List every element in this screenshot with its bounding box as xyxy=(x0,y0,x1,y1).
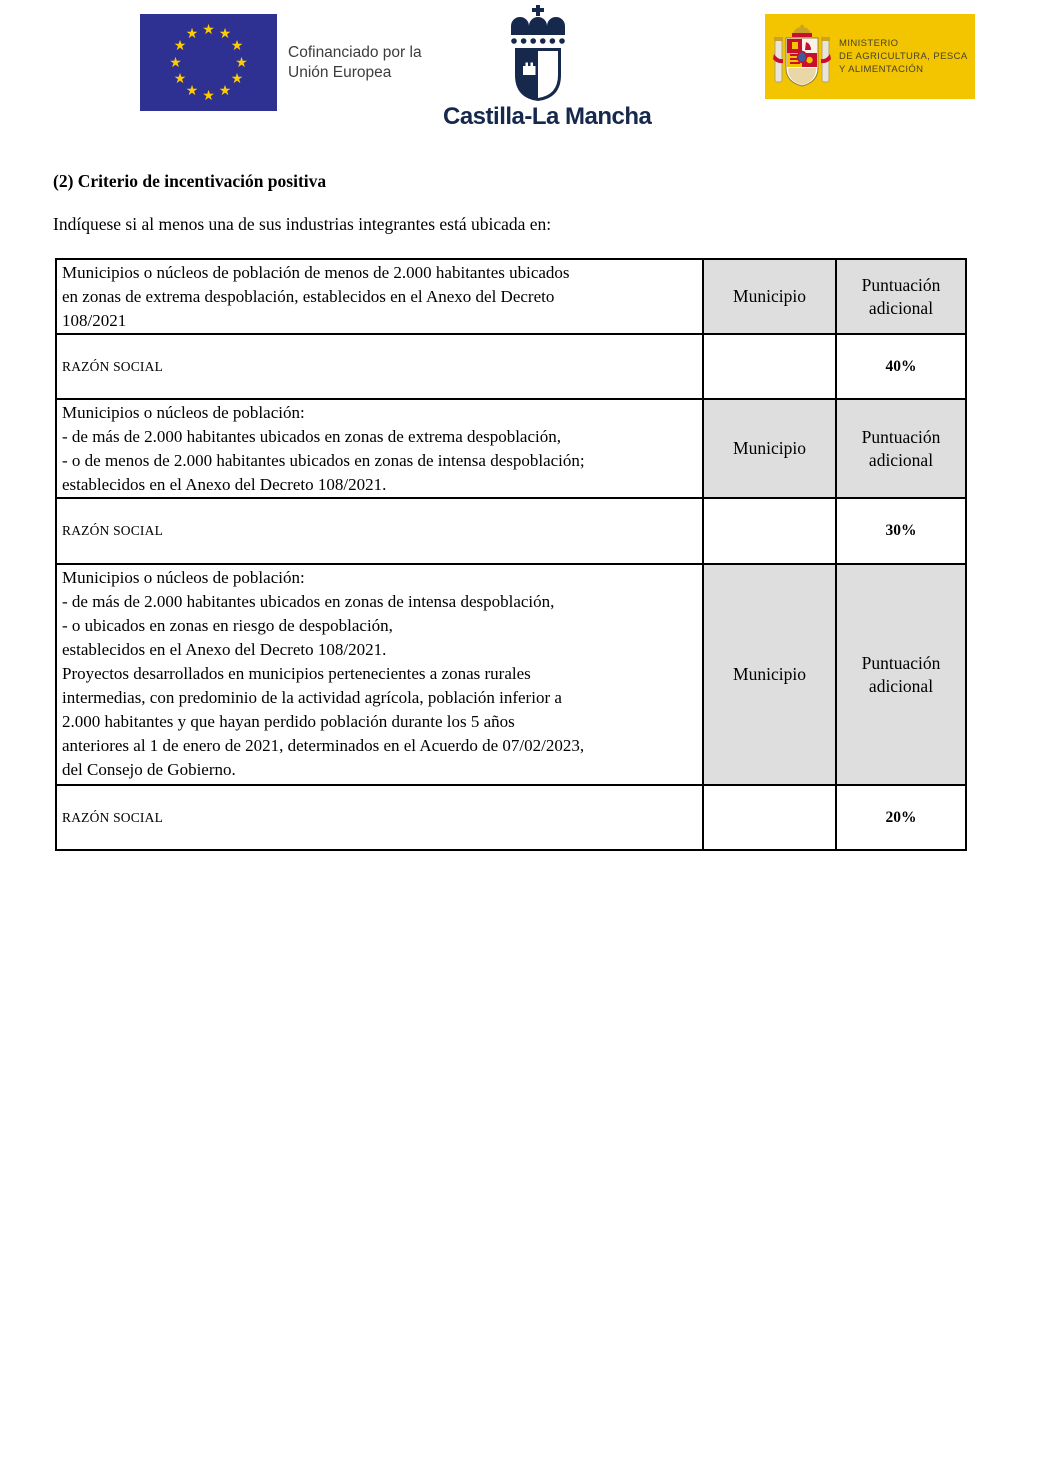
eu-cofunded-logo: ★ ★ ★ ★ ★ ★ ★ ★ ★ ★ ★ ★ Cofinanciado por… xyxy=(140,14,422,111)
razon-social-row-1: RAZÓN SOCIAL 40% xyxy=(55,333,967,400)
razon-social-row-2: RAZÓN SOCIAL 30% xyxy=(55,497,967,565)
ministry-name-line2: DE AGRICULTURA, PESCA xyxy=(839,51,968,62)
ministry-name-line3: Y ALIMENTACIÓN xyxy=(839,64,924,75)
municipio-input-1[interactable] xyxy=(702,333,837,400)
municipio-input-2[interactable] xyxy=(702,497,837,565)
section-heading: (2) Criterio de incentivación positiva xyxy=(53,171,327,191)
puntuacion-header-1: Puntuación adicional xyxy=(835,258,967,335)
criterion-row-1: Municipios o núcleos de población de men… xyxy=(55,258,967,335)
ministry-logo: MINISTERIO DE AGRICULTURA, PESCA Y ALIME… xyxy=(765,14,975,99)
puntuacion-header-3: Puntuación adicional xyxy=(835,563,967,786)
eu-flag-icon: ★ ★ ★ ★ ★ ★ ★ ★ ★ ★ ★ ★ xyxy=(140,14,277,111)
criterion-1-text: Municipios o núcleos de población de men… xyxy=(55,258,704,335)
criteria-table: Municipios o núcleos de población de men… xyxy=(55,258,967,851)
criterion-row-3: Municipios o núcleos de población: - de … xyxy=(55,563,967,786)
razon-social-label-2: RAZÓN SOCIAL xyxy=(55,497,704,565)
clm-crowned-shield-icon xyxy=(511,5,565,101)
ministry-name-line1: MINISTERIO xyxy=(839,38,899,49)
criterion-3-text: Municipios o núcleos de población: - de … xyxy=(55,563,704,786)
score-3: 20% xyxy=(835,784,967,851)
clm-wordmark: Castilla-La Mancha xyxy=(443,103,652,130)
municipio-header-2: Municipio xyxy=(702,398,837,499)
razon-social-label-1: RAZÓN SOCIAL xyxy=(55,333,704,400)
criterion-row-2: Municipios o núcleos de población: - de … xyxy=(55,398,967,499)
municipio-input-3[interactable] xyxy=(702,784,837,851)
score-2: 30% xyxy=(835,497,967,565)
razon-social-row-3: RAZÓN SOCIAL 20% xyxy=(55,784,967,851)
puntuacion-header-2: Puntuación adicional xyxy=(835,398,967,499)
spain-coat-of-arms-icon xyxy=(773,24,831,87)
criterion-2-text: Municipios o núcleos de población: - de … xyxy=(55,398,704,499)
municipio-header-3: Municipio xyxy=(702,563,837,786)
section-intro: Indíquese si al menos una de sus industr… xyxy=(53,214,552,234)
castilla-la-mancha-logo: Castilla-La Mancha xyxy=(443,5,652,131)
razon-social-label-3: RAZÓN SOCIAL xyxy=(55,784,704,851)
eu-cofunded-caption: Cofinanciado por la Unión Europea xyxy=(288,44,422,81)
ministry-name: MINISTERIO DE AGRICULTURA, PESCA Y ALIME… xyxy=(839,37,968,76)
municipio-header-1: Municipio xyxy=(702,258,837,335)
score-1: 40% xyxy=(835,333,967,400)
